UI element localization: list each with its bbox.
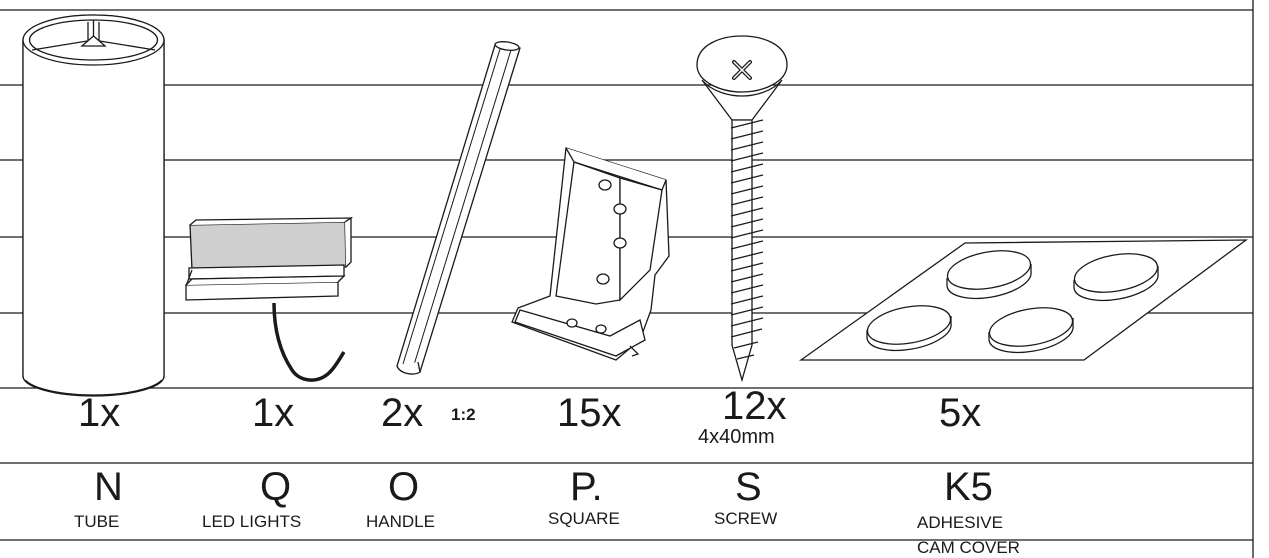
led-lights-quantity: 1x — [252, 391, 295, 435]
screw-name: SCREW — [714, 509, 778, 528]
screw-quantity: 12x — [722, 384, 787, 428]
tube-quantity: 1x — [78, 391, 121, 435]
tube-code: N — [94, 465, 123, 509]
cam-cover-name-line-1: ADHESIVE — [917, 513, 1003, 532]
led-lights-code: Q — [260, 465, 292, 509]
cam-cover-icon — [798, 239, 1248, 361]
screw-code: S — [735, 465, 762, 509]
cam-cover-quantity: 5x — [939, 391, 982, 435]
handle-scale: 1:2 — [451, 405, 476, 424]
led-lights-icon — [185, 216, 354, 382]
screw-icon — [696, 35, 788, 383]
square-code: P. — [570, 465, 603, 509]
square-quantity: 15x — [557, 391, 622, 435]
led-lights-name: LED LIGHTS — [202, 512, 302, 531]
square-name: SQUARE — [548, 509, 620, 528]
handle-name: HANDLE — [366, 512, 435, 531]
handle-icon — [396, 41, 521, 375]
tube-icon — [22, 14, 165, 397]
cam-cover-code: K5 — [944, 465, 993, 509]
tube-name: TUBE — [74, 512, 120, 531]
handle-code: O — [388, 465, 420, 509]
screw-size: 4x40mm — [698, 426, 775, 448]
cam-cover-name-line-2: CAM COVER — [917, 538, 1020, 557]
square-bracket-icon — [511, 147, 670, 361]
handle-quantity: 2x — [381, 391, 424, 435]
